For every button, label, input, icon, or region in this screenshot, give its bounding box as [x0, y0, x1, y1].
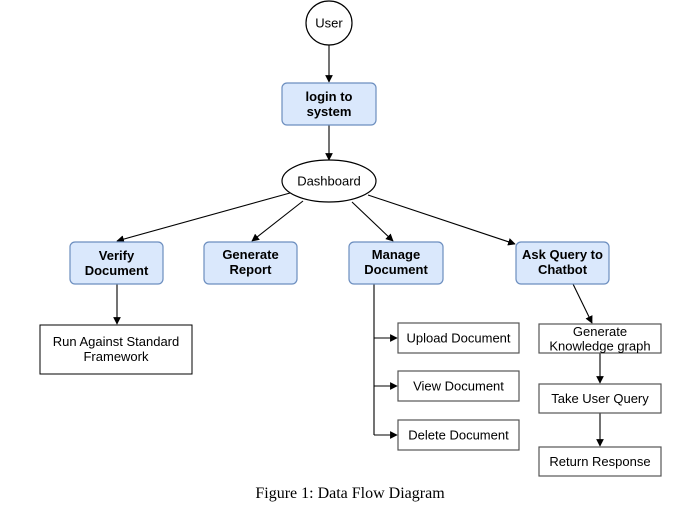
- node-ask-query: Ask Query to Chatbot: [515, 241, 610, 285]
- edge-dashboard-manage: [351, 201, 394, 242]
- node-generate-report: Generate Report: [203, 241, 298, 285]
- node-return-response: Return Response: [538, 446, 662, 477]
- node-login-label-line1: login to: [306, 89, 353, 104]
- node-user: User: [305, 0, 353, 46]
- node-return-response-label: Return Response: [549, 454, 650, 469]
- node-user-label: User: [315, 16, 343, 31]
- node-generate-report-label-line1: Generate: [222, 247, 278, 262]
- node-delete-label: Delete Document: [408, 428, 509, 443]
- node-generate-report-label-line2: Report: [230, 262, 273, 277]
- node-knowledge-label-line2: Knowledge graph: [549, 339, 650, 354]
- node-generate-knowledge-graph: Generate Knowledge graph: [538, 323, 662, 354]
- node-verify-label-line1: Verify: [99, 248, 135, 263]
- node-login: login to system: [281, 82, 377, 126]
- node-verify-document: Verify Document: [69, 241, 164, 285]
- node-upload-document: Upload Document: [397, 322, 520, 354]
- node-manage-document: Manage Document: [348, 241, 444, 285]
- node-delete-document: Delete Document: [397, 419, 520, 451]
- node-take-query-label: Take User Query: [551, 391, 649, 406]
- figure-caption: Figure 1: Data Flow Diagram: [255, 485, 445, 502]
- node-ask-query-label-line1: Ask Query to: [522, 247, 603, 262]
- node-upload-label: Upload Document: [406, 331, 510, 346]
- node-run-against-standard: Run Against Standard Framework: [39, 324, 193, 375]
- node-verify-label-line2: Document: [85, 263, 149, 278]
- node-login-label-line2: system: [307, 104, 352, 119]
- edge-dashboard-ask-query: [367, 194, 516, 246]
- node-ask-query-label-line2: Chatbot: [538, 262, 588, 277]
- node-view-label: View Document: [413, 379, 504, 394]
- edge-ask-query-knowledge: [572, 283, 593, 324]
- node-knowledge-label-line1: Generate: [573, 324, 627, 339]
- node-run-against-label-line2: Framework: [83, 349, 149, 364]
- edges: [113, 45, 604, 447]
- edge-dashboard-verify: [116, 192, 291, 243]
- node-take-user-query: Take User Query: [538, 383, 662, 414]
- node-manage-label-line1: Manage: [372, 247, 420, 262]
- node-manage-label-line2: Document: [364, 262, 428, 277]
- node-dashboard: Dashboard: [281, 159, 377, 203]
- node-view-document: View Document: [397, 370, 520, 402]
- node-dashboard-label: Dashboard: [297, 174, 361, 189]
- node-run-against-label-line1: Run Against Standard: [53, 334, 179, 349]
- edge-dashboard-generate-report: [251, 200, 304, 242]
